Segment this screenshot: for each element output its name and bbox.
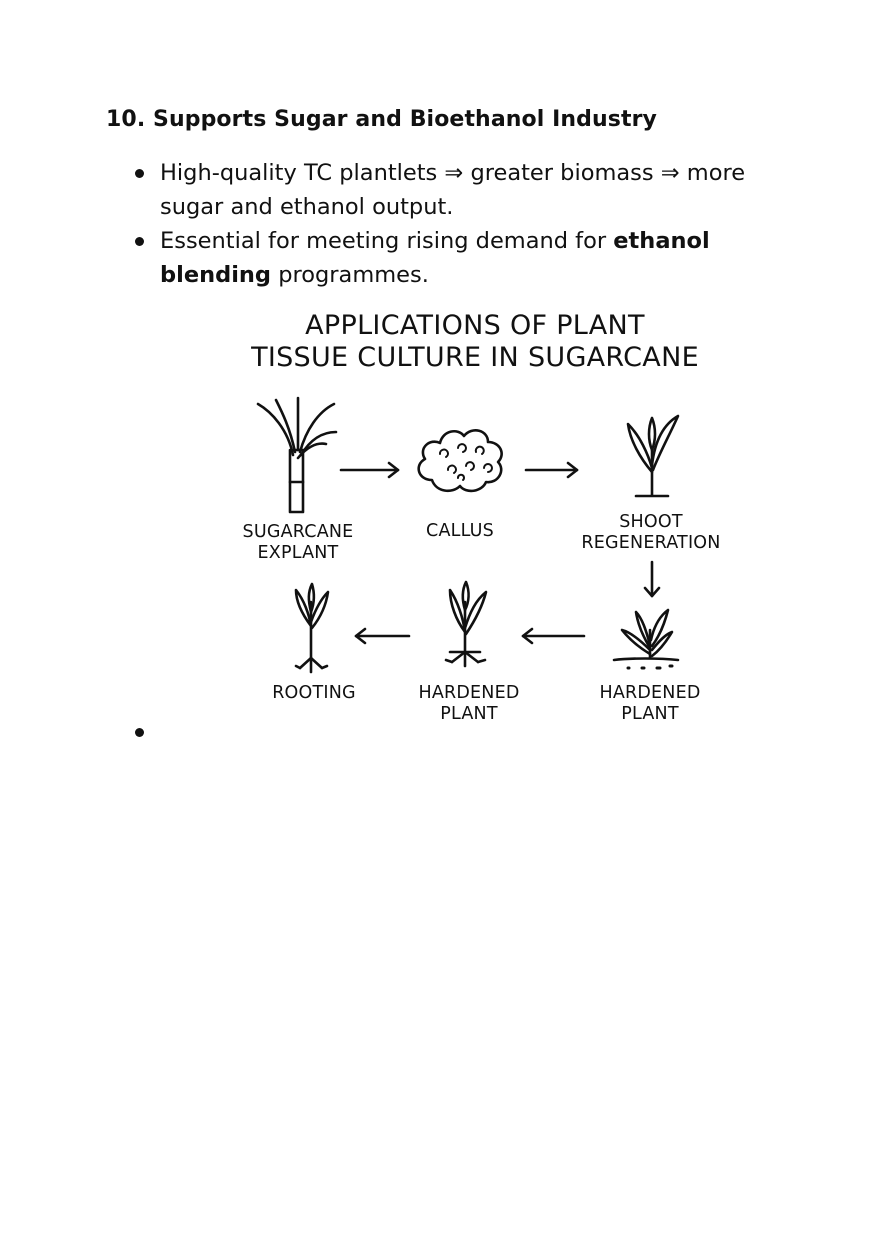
bullet-dot-icon xyxy=(135,237,144,246)
shoot-regeneration-icon xyxy=(626,414,680,498)
rooting-plant-icon xyxy=(294,582,330,674)
hardened-mid-label-line1: HARDENED xyxy=(418,683,520,703)
hardened-right-label-line2: PLANT xyxy=(621,704,679,724)
bullet-bold-text: ethanol blending xyxy=(160,228,710,288)
bullet-text: Essential for meeting rising demand for xyxy=(160,228,614,254)
empty-bullet-dot-icon xyxy=(135,728,144,737)
bullet-item: High-quality TC plantlets ⇒ greater biom… xyxy=(128,156,788,224)
shoot-label-line2: REGENERATION xyxy=(581,533,721,553)
explant-label-line2: EXPLANT xyxy=(257,543,339,563)
hardened-plant-icon xyxy=(612,608,680,670)
shoot-label-line1: SHOOT xyxy=(619,512,683,532)
arrow-left-icon xyxy=(521,627,586,645)
bullet-dot-icon xyxy=(135,169,144,178)
hardened-mid-label-line2: PLANT xyxy=(440,704,498,724)
bullet-text: High-quality TC plantlets ⇒ greater biom… xyxy=(160,160,746,220)
callus-label-line1: CALLUS xyxy=(426,521,494,541)
arrow-left-icon xyxy=(354,627,411,645)
arrow-right-icon xyxy=(339,461,400,479)
figure-title-line1: APPLICATIONS OF PLANT xyxy=(305,310,645,341)
arrow-right-icon xyxy=(524,461,579,479)
bullet-item: Essential for meeting rising demand for … xyxy=(128,224,788,292)
rooting-label-line1: ROOTING xyxy=(272,683,356,703)
rooting-label: ROOTING xyxy=(254,683,374,704)
explant-label: SUGARCANE EXPLANT xyxy=(218,522,378,564)
section-heading: 10. Supports Sugar and Bioethanol Indust… xyxy=(106,107,657,132)
bullet-list: High-quality TC plantlets ⇒ greater biom… xyxy=(128,156,788,292)
bullet-text: programmes. xyxy=(271,262,429,288)
arrow-down-icon xyxy=(643,560,661,598)
explant-label-line1: SUGARCANE xyxy=(242,522,354,542)
tissue-culture-figure: APPLICATIONS OF PLANT TISSUE CULTURE IN … xyxy=(0,300,880,740)
figure-title-line2: TISSUE CULTURE IN SUGARCANE xyxy=(251,342,699,373)
hardened-mid-label: HARDENED PLANT xyxy=(399,683,539,725)
hardened-right-label-line1: HARDENED xyxy=(599,683,701,703)
hardened-plant-icon xyxy=(444,580,488,668)
sugarcane-explant-icon xyxy=(256,396,338,514)
hardened-right-label: HARDENED PLANT xyxy=(580,683,720,725)
figure-illustration xyxy=(256,396,680,674)
callus-label: CALLUS xyxy=(400,521,520,542)
shoot-label: SHOOT REGENERATION xyxy=(571,512,731,554)
callus-icon xyxy=(417,429,503,493)
